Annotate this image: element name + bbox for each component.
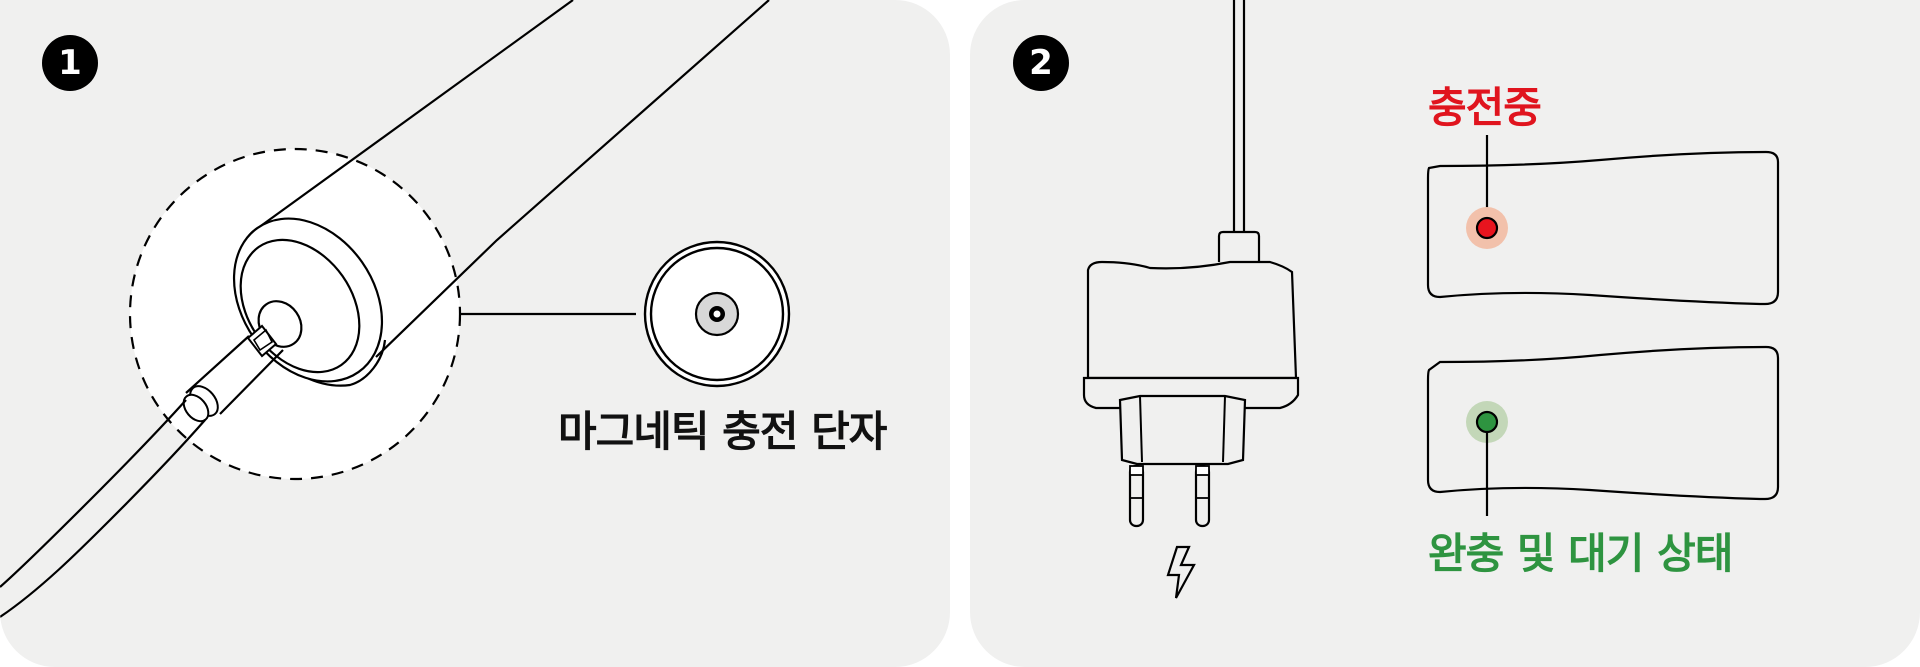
magnetic-charging-port-label: 마그네틱 충전 단자 bbox=[558, 407, 887, 456]
full-charge-standby-label: 완충 및 대기 상태 bbox=[1428, 529, 1733, 578]
magnetic-charging-port-icon bbox=[643, 240, 791, 388]
step-number-badge: 1 bbox=[42, 35, 98, 91]
step-2-panel: 2 충전중 완충 및 대기 상태 bbox=[970, 0, 1920, 667]
step-number-badge: 2 bbox=[1013, 35, 1069, 91]
toothbrush-charging-illustration bbox=[0, 0, 791, 618]
charging-status-label: 충전중 bbox=[1428, 83, 1542, 132]
led-red-indicator bbox=[1475, 216, 1499, 240]
lightning-bolt-icon bbox=[1166, 545, 1196, 599]
wall-charger-adapter bbox=[1082, 260, 1300, 528]
charger-led-status-illustration bbox=[1082, 0, 1780, 599]
step-1-panel: 1 마그네틱 충전 단자 bbox=[0, 0, 950, 667]
led-green-indicator bbox=[1475, 410, 1499, 434]
